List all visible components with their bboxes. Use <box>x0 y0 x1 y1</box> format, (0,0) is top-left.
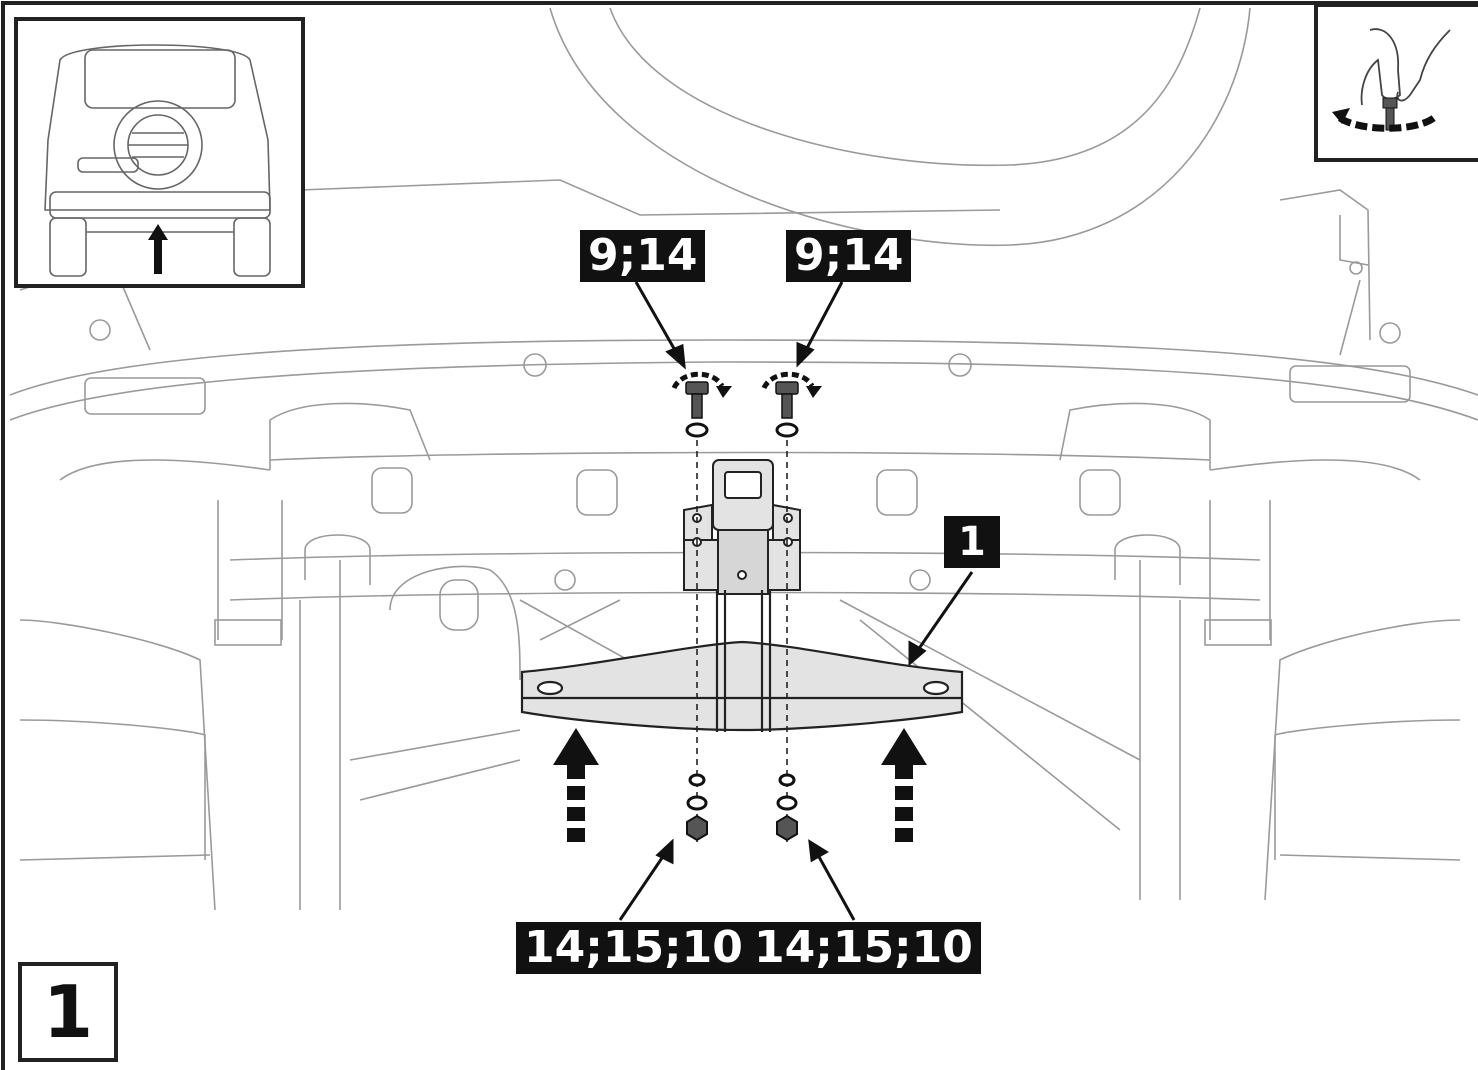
bolt-left-callout: 9;14 <box>580 230 706 282</box>
bolt-right-callout: 9;14 <box>786 230 912 282</box>
step-number: 1 <box>18 962 118 1062</box>
part-number-label: 1 <box>944 516 1000 568</box>
nut-icon <box>686 814 798 842</box>
nut-right-callout: 14;15;10 <box>746 922 981 974</box>
bolt-alignment-lines <box>696 440 788 845</box>
rear-view-vehicle-icon <box>14 17 305 288</box>
nut-left-callout: 14;15;10 <box>516 922 751 974</box>
rotation-arrow-icon <box>671 371 815 390</box>
vehicle-underbody-drawing <box>9 7 1478 911</box>
tow-bar-crossmember <box>520 590 964 732</box>
washer-icon <box>686 773 798 811</box>
hand-tighten-icon <box>1314 3 1478 162</box>
direction-arrow-icon <box>553 728 927 842</box>
callout-leaders <box>618 281 974 921</box>
hitch-receiver-bracket <box>683 459 801 595</box>
bolt-icon <box>685 381 799 438</box>
